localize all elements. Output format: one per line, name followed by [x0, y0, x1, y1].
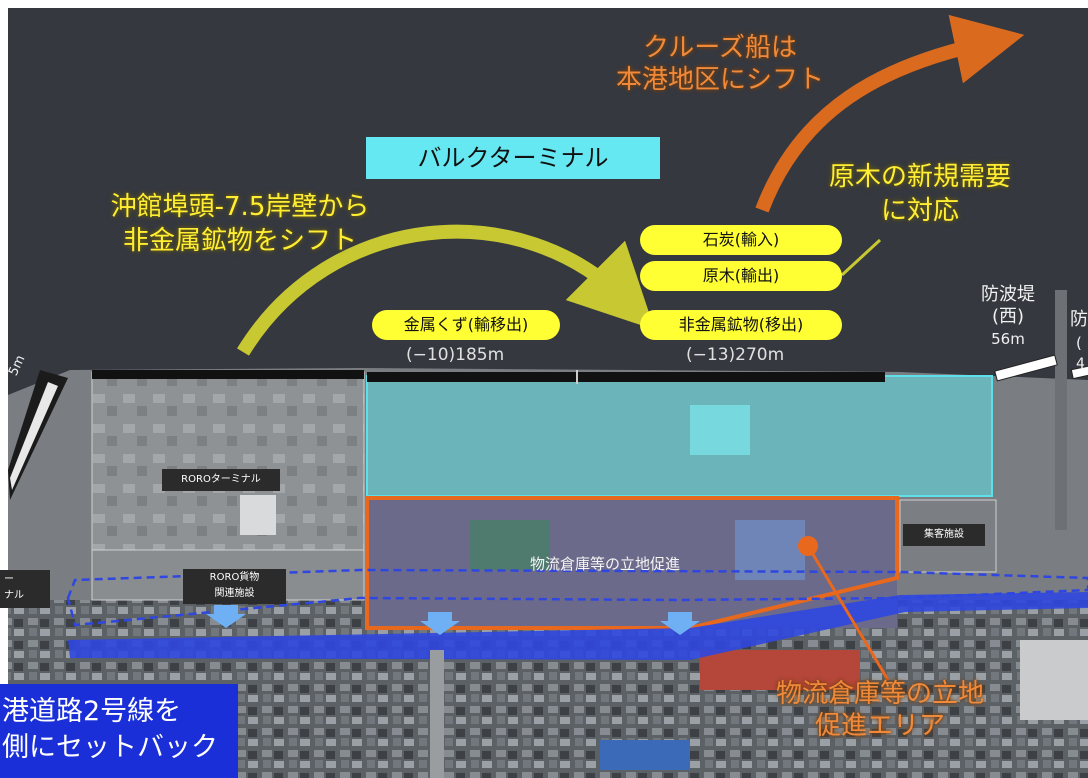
- cruise-arrow: [755, 14, 1025, 213]
- roro-cargo-line1: RORO貨物: [209, 572, 260, 583]
- breakwater-next-digit: 4: [1076, 356, 1085, 372]
- warehouse-promo-border: [365, 496, 899, 630]
- cargo-scrap: 金属くず(輸移出): [372, 310, 560, 340]
- left-pier-marking: [10, 382, 58, 490]
- cruise-callout-line1: クルーズ船は: [643, 33, 797, 63]
- cargo-nonmetal: 非金属鉱物(移出): [640, 310, 842, 340]
- berth-right-label: (−13)270m: [686, 345, 785, 365]
- road-callout-line2: 側にセットバック: [2, 732, 218, 763]
- shift-callout-line2: 非金属鉱物をシフト: [122, 226, 357, 256]
- bulk-terminal-area: [366, 375, 993, 497]
- cruise-callout: クルーズ船は 本港地区にシフト: [585, 32, 855, 96]
- bulk-terminal-title-box: [366, 137, 660, 179]
- bulk-terminal-title: バルクターミナル: [417, 144, 609, 172]
- warehouse-area-line1: 物流倉庫等の立地: [775, 679, 984, 709]
- left-pier: [8, 370, 68, 500]
- cargo-timber: 原木(輸出): [640, 261, 842, 291]
- blue-roof-warehouse: [735, 520, 805, 580]
- breakwater-west-dir: (西): [991, 306, 1025, 327]
- warehouse-leader: [806, 545, 890, 681]
- breakwater-next-paren: (: [1076, 334, 1082, 352]
- roro-cargo-line2: 関連施設: [214, 588, 255, 599]
- new-road: [68, 592, 1088, 660]
- breakwater-next-bar: [1070, 364, 1088, 380]
- warehouse-area-callout: 物流倉庫等の立地 促進エリア: [735, 678, 1025, 742]
- shift-callout-line1: 沖館埠頭-7.5岸壁から: [110, 192, 370, 222]
- warehouse-promo-label: 物流倉庫等の立地促進: [530, 555, 681, 573]
- berth-right: [577, 372, 885, 382]
- berth-left-label: (−10)185m: [406, 345, 505, 365]
- berth-roro: [92, 370, 364, 379]
- cargo-coal: 石炭(輸入): [640, 225, 842, 255]
- blue-roof-building: [600, 740, 690, 770]
- shift-callout: 沖館埠頭-7.5岸壁から 非金属鉱物をシフト: [60, 190, 420, 258]
- roro-cargo-label: RORO貨物 関連施設: [183, 569, 286, 604]
- passenger-facility-label: 集客施設: [903, 524, 985, 546]
- warehouse-marker: [798, 536, 818, 556]
- red-roof-building: [700, 650, 860, 690]
- berth-left: [367, 372, 577, 382]
- timber-callout-line1: 原木の新規需要: [828, 162, 1011, 192]
- shift-arrow: [237, 224, 655, 356]
- breakwater-west-label: 防波堤 (西) 56m: [968, 284, 1048, 350]
- road-callout: 港道路2号線を 側にセットバック: [0, 694, 240, 766]
- breakwater-west-length: 56m: [991, 330, 1025, 348]
- cruise-callout-line2: 本港地区にシフト: [615, 65, 824, 95]
- timber-callout: 原木の新規需要 に対応: [790, 160, 1050, 228]
- setback-arrows: [206, 605, 700, 635]
- edge-left-line2: ナル: [4, 590, 24, 601]
- road-callout-box: [0, 684, 238, 778]
- white-warehouse: [240, 495, 276, 535]
- bulk-tank: [690, 405, 750, 455]
- roro-terminal-label: ROROターミナル: [162, 469, 280, 491]
- edge-left-label: ー ナル: [0, 570, 50, 608]
- timber-leader: [840, 238, 882, 277]
- breakwater-next-char: 防: [1070, 309, 1088, 330]
- warehouse-yard: [367, 498, 897, 628]
- breakwater-west-name: 防波堤: [981, 284, 1035, 305]
- timber-callout-line2: に対応: [880, 196, 959, 226]
- breakwater-west-bar: [994, 354, 1058, 382]
- side-road: [430, 650, 444, 778]
- white-building: [1020, 640, 1088, 720]
- edge-left-line1: ー: [4, 574, 14, 585]
- green-roof-warehouse: [470, 520, 550, 570]
- road-callout-line1: 港道路2号線を: [2, 696, 182, 727]
- breakwater-east: [1055, 290, 1067, 530]
- warehouse-area-line2: 促進エリア: [814, 711, 945, 741]
